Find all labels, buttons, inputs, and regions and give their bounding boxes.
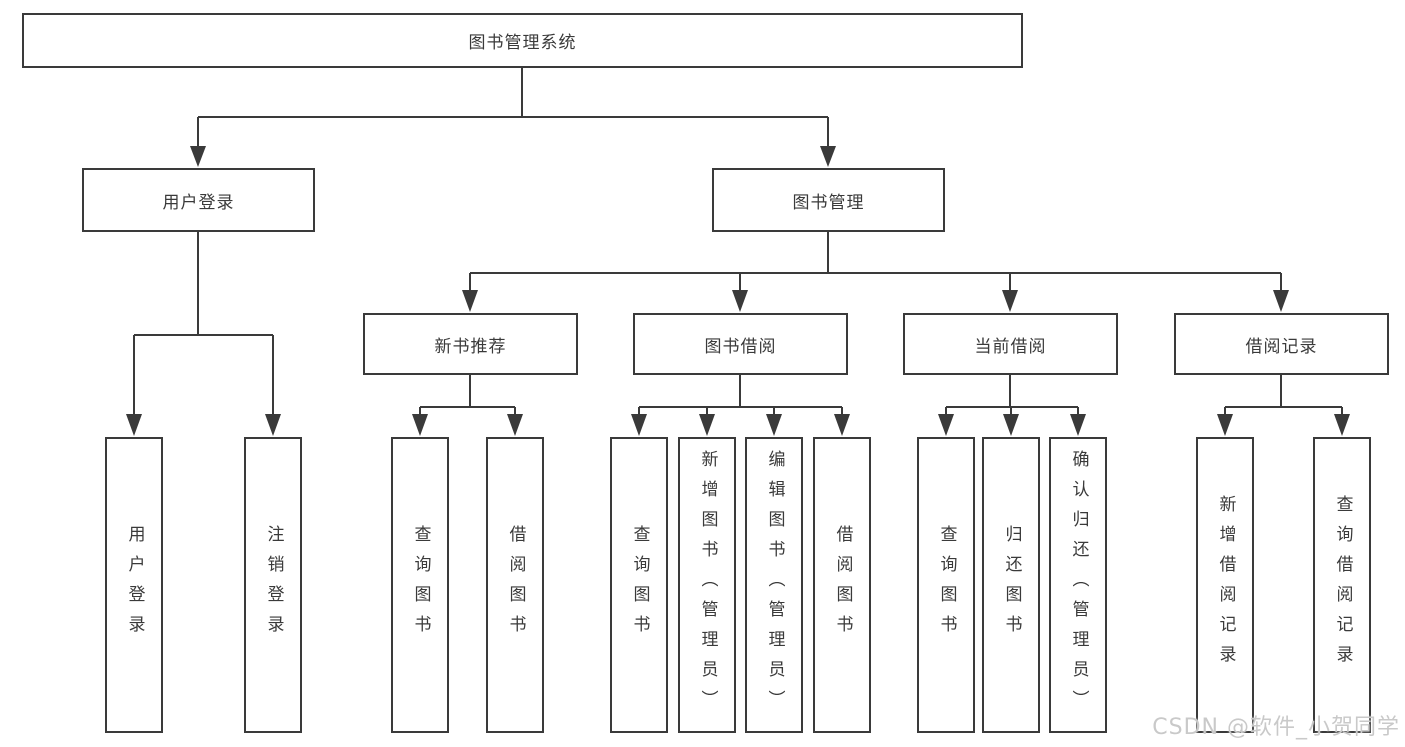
leaf-query-books-recommend: 查询图书 — [391, 437, 449, 733]
node-label: 借阅记录 — [1245, 336, 1318, 357]
node-label: 编辑图书（管理员） — [764, 450, 785, 720]
node-label: 图书管理 — [792, 192, 865, 213]
csdn-watermark: CSDN @软件_小贺同学 — [1152, 715, 1400, 740]
node-label: 用户登录 — [124, 525, 145, 645]
node-book-management: 图书管理 — [712, 168, 945, 232]
node-label: 用户登录 — [162, 192, 235, 213]
node-book-borrow: 图书借阅 — [633, 313, 848, 375]
node-current-borrow: 当前借阅 — [903, 313, 1118, 375]
node-new-book-recommend: 新书推荐 — [363, 313, 578, 375]
leaf-return-books: 归还图书 — [982, 437, 1040, 733]
node-label: 查询图书 — [629, 525, 650, 645]
node-label: 新增借阅记录 — [1215, 495, 1236, 675]
node-label: 新书推荐 — [434, 336, 507, 357]
leaf-borrow-books-recommend: 借阅图书 — [486, 437, 544, 733]
node-label: 确认归还（管理员） — [1068, 450, 1089, 720]
node-label: 借阅图书 — [505, 525, 526, 645]
leaf-logout: 注销登录 — [244, 437, 302, 733]
arrowhead-markers — [126, 146, 1350, 436]
leaf-query-books-borrow: 查询图书 — [610, 437, 668, 733]
node-label: 图书借阅 — [704, 336, 777, 357]
leaf-user-login: 用户登录 — [105, 437, 163, 733]
leaf-add-book-admin: 新增图书（管理员） — [678, 437, 736, 733]
node-label: 归还图书 — [1001, 525, 1022, 645]
node-borrow-records: 借阅记录 — [1174, 313, 1389, 375]
leaf-confirm-return-admin: 确认归还（管理员） — [1049, 437, 1107, 733]
leaf-query-borrow-record: 查询借阅记录 — [1313, 437, 1371, 733]
tree-edges — [133, 68, 1343, 420]
node-label: 查询图书 — [936, 525, 957, 645]
node-label: 新增图书（管理员） — [697, 450, 718, 720]
leaf-add-borrow-record: 新增借阅记录 — [1196, 437, 1254, 733]
leaf-query-books-current: 查询图书 — [917, 437, 975, 733]
node-library-management-system: 图书管理系统 — [22, 13, 1023, 68]
node-label: 查询借阅记录 — [1332, 495, 1353, 675]
node-label: 当前借阅 — [974, 336, 1047, 357]
node-label: 查询图书 — [410, 525, 431, 645]
node-user-login: 用户登录 — [82, 168, 315, 232]
leaf-edit-book-admin: 编辑图书（管理员） — [745, 437, 803, 733]
leaf-borrow-books: 借阅图书 — [813, 437, 871, 733]
node-label: 图书管理系统 — [468, 33, 577, 53]
node-label: 借阅图书 — [832, 525, 853, 645]
node-label: 注销登录 — [263, 525, 284, 645]
